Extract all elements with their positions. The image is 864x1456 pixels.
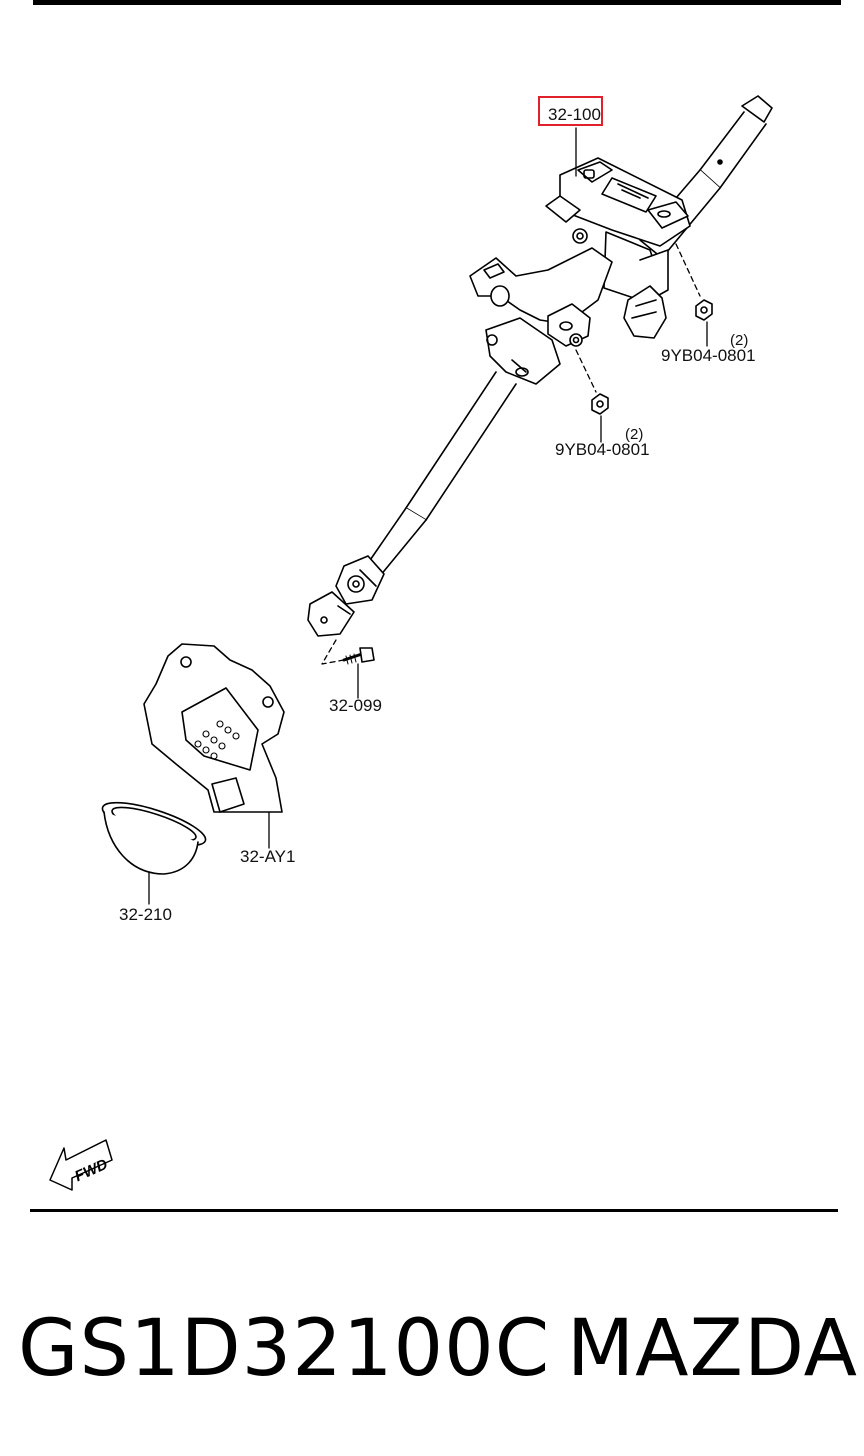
bottom-rule [30,1209,838,1212]
callout-9yb04-lower: 9YB04-0801 [555,440,650,459]
callout-32-099: 32-099 [329,696,382,715]
steering-column-diagram: FWD [49,95,773,1191]
brand-name: MAZDA [566,1304,858,1394]
callout-32-100: 32-100 [548,105,601,124]
universal-joint [307,555,385,637]
callout-qty-lower-nut: (2) [625,426,644,443]
fwd-arrow-icon [49,1139,113,1191]
top-rule [33,0,841,5]
callout-32-210: 32-210 [119,905,172,924]
callout-32-AY1: 32-AY1 [240,847,296,866]
callout-qty-upper-nut: (2) [730,332,749,349]
bolt-32-099 [342,647,375,665]
nut-9yb04-lower [591,393,609,415]
callout-9yb04-upper: 9YB04-0801 [661,346,756,365]
lower-shaft [365,371,517,577]
highlight-box-32-100 [538,96,603,126]
part-number: GS1D32100C [18,1304,551,1394]
boot-32-210 [101,801,207,875]
dashed-leaders [321,243,701,665]
footer-caption: GS1D32100C MAZDA [18,1294,858,1404]
solid-leaders [148,127,708,905]
lower-bracket-32-AY1 [143,643,285,813]
tilt-lever [623,285,667,339]
middle-column-housing [469,247,613,385]
nut-9yb04-upper [695,299,713,321]
